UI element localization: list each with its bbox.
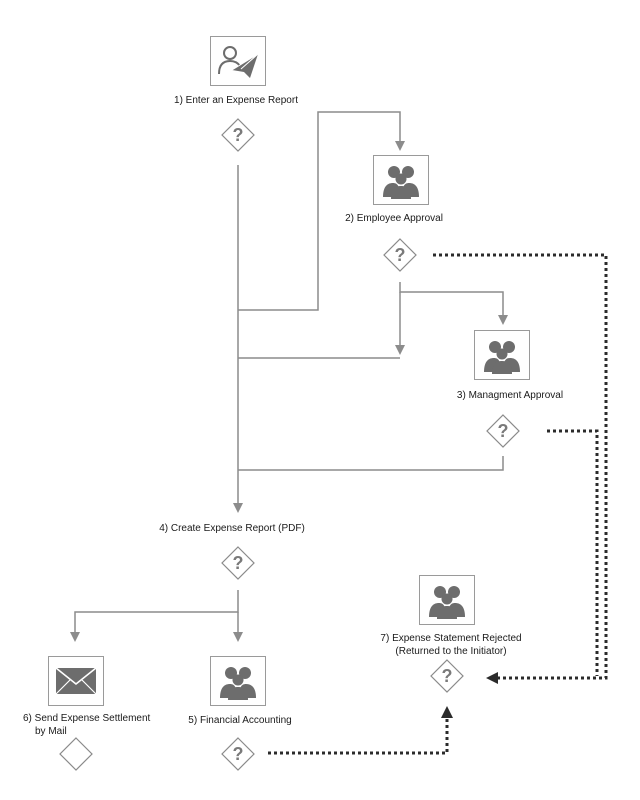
svg-text:?: ? [233, 125, 244, 145]
step6-label-line1: 6) Send Expense Settlement [23, 713, 151, 724]
step4-label: 4) Create Expense Report (PDF) [159, 523, 305, 534]
group-icon-step2 [373, 155, 429, 205]
user-send-icon [210, 36, 266, 86]
end-diamond-step6 [59, 737, 93, 771]
step6-label: 6) Send Expense Settlement by Mail [23, 712, 150, 738]
connector-to-step2 [238, 111, 405, 311]
dotted-connectors [268, 253, 608, 755]
svg-text:?: ? [233, 744, 244, 764]
connector-step4-to-step6 [70, 590, 239, 642]
step6-label-line2: by Mail [35, 726, 67, 737]
step2-label: 2) Employee Approval [345, 213, 443, 224]
decision-diamond-step2: ? [383, 238, 417, 272]
group-icon-step5 [210, 656, 266, 706]
decision-diamond-step5: ? [221, 737, 255, 771]
connector-step2-to-step3 [399, 282, 508, 325]
envelope-icon [48, 656, 104, 706]
decision-diamond-step7: ? [430, 659, 464, 693]
rejected-path-step5 [268, 706, 453, 755]
step7-label-line2: (Returned to the Initiator) [395, 646, 507, 657]
decision-diamond-step4: ? [221, 546, 255, 580]
decision-diamond-step3: ? [486, 414, 520, 448]
svg-text:?: ? [442, 666, 453, 686]
solid-connectors [70, 111, 508, 642]
svg-text:?: ? [498, 421, 509, 441]
step7-label-line1: 7) Expense Statement Rejected [380, 633, 522, 644]
rejected-path-step2 [433, 253, 608, 684]
step1-label: 1) Enter an Expense Report [174, 95, 298, 106]
svg-text:?: ? [395, 245, 406, 265]
decision-diamond-step1: ? [221, 118, 255, 152]
step7-label: 7) Expense Statement Rejected (Returned … [380, 632, 521, 658]
connector-step3-to-trunk [238, 456, 504, 471]
step5-label: 5) Financial Accounting [188, 715, 292, 726]
rejected-path-step3 [547, 429, 599, 676]
svg-text:?: ? [233, 553, 244, 573]
group-icon-step3 [474, 330, 530, 380]
step3-label: 3) Managment Approval [456, 390, 564, 401]
group-icon-step7 [419, 575, 475, 625]
